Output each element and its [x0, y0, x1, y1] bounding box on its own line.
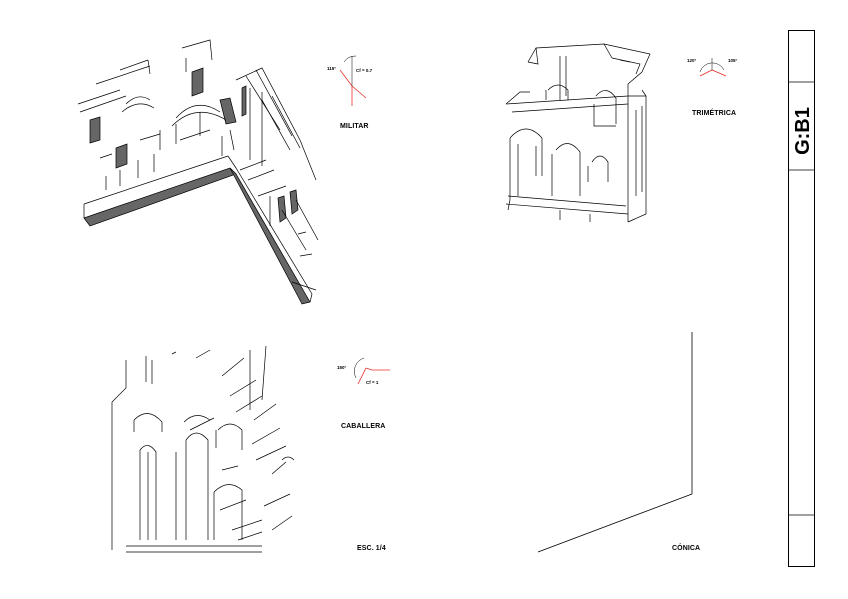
militar-panel-6: [277, 195, 287, 223]
scale-label: ESC. 1/4: [357, 545, 386, 552]
militar-view-label: MILITAR: [340, 123, 369, 130]
trimetrica-angle-right-label: 105°: [728, 58, 738, 63]
militar-wall-long: [83, 167, 237, 227]
militar-panel-5: [241, 85, 247, 117]
militar-coef-label: Cf = 0.7: [356, 68, 373, 73]
conica-drawing: [537, 332, 693, 553]
militar-panel-3: [191, 67, 204, 97]
caballera-view-label: CABALLERA: [341, 423, 386, 430]
militar-panel-1: [89, 116, 101, 144]
trimetrica-axes: [699, 58, 727, 77]
militar-panel-4: [219, 97, 237, 125]
militar-angle-label: 115°: [327, 66, 337, 71]
caballera-drawing: [111, 345, 295, 553]
sheet-code: G:B1: [792, 107, 814, 155]
title-block: G:B1: [788, 30, 815, 567]
caballera-coef-label: Cf = 1: [366, 380, 379, 385]
caballera-angle-label: 150°: [337, 365, 347, 370]
caballera-axes: [354, 357, 390, 385]
militar-axes: [339, 55, 367, 106]
title-block-dividers: [788, 81, 815, 516]
conica-view-label: CÓNICA: [672, 545, 701, 552]
trimetrica-drawing: [505, 43, 651, 223]
militar-panel-2: [115, 143, 128, 169]
militar-panel-7: [289, 189, 299, 215]
militar-drawing: [77, 39, 319, 305]
trimetrica-view-label: TRIMÉTRICA: [692, 110, 737, 117]
trimetrica-angle-left-label: 120°: [687, 58, 697, 63]
